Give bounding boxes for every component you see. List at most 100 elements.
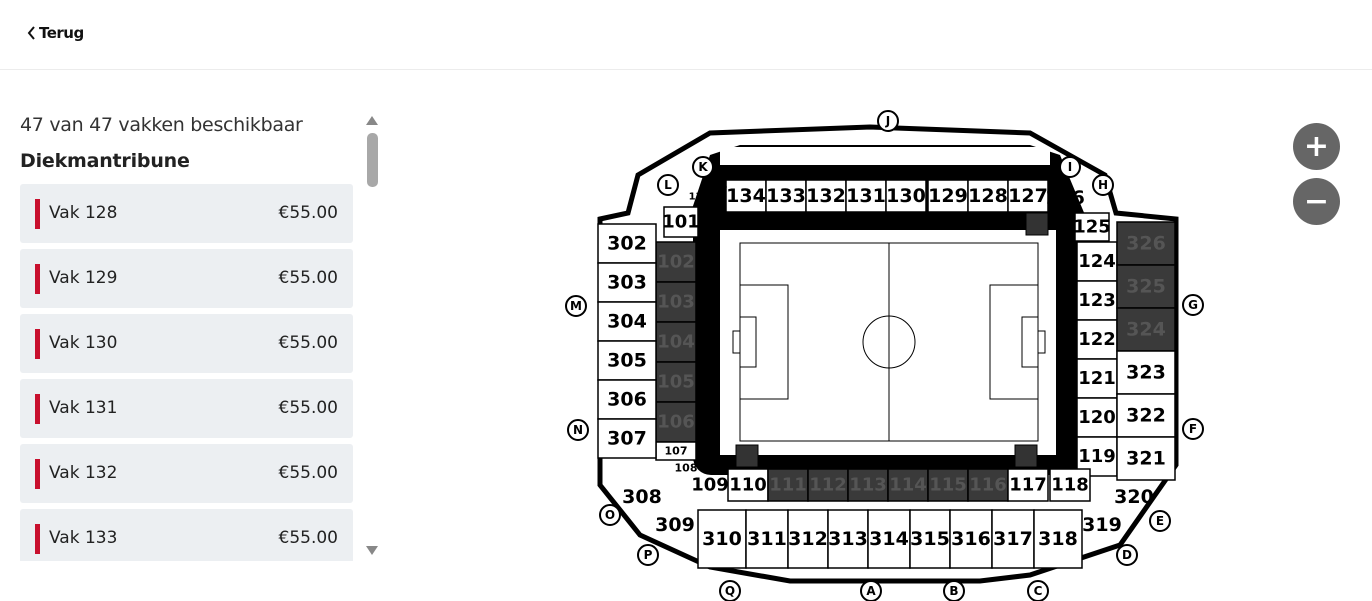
vak-110[interactable] — [727, 468, 769, 502]
vak-label: 310 — [702, 528, 742, 550]
vak-label: 133 — [766, 185, 806, 207]
vak-131[interactable] — [845, 179, 887, 213]
vak-125[interactable] — [1074, 212, 1110, 242]
vak-130[interactable] — [885, 179, 927, 213]
gate-label: H — [1098, 178, 1108, 192]
vak-310[interactable] — [697, 509, 747, 569]
vak-label-136: 136 — [689, 192, 710, 203]
zoom-out-button[interactable]: − — [1293, 178, 1340, 225]
vak-134[interactable] — [725, 179, 767, 213]
scrollbar-thumb[interactable] — [367, 133, 378, 187]
vak-321[interactable] — [1116, 436, 1176, 481]
vak-label: 106 — [657, 412, 695, 433]
section-name: Vak 132 — [49, 463, 118, 483]
vak-313[interactable] — [827, 509, 869, 569]
gate-label: J — [885, 114, 890, 128]
vak-316[interactable] — [949, 509, 993, 569]
section-name: Vak 128 — [49, 203, 118, 223]
scroll-up-arrow-icon[interactable] — [366, 116, 378, 125]
section-name: Vak 130 — [49, 333, 118, 353]
list-item[interactable]: Vak 132 €55.00 — [20, 444, 353, 503]
gate-label: F — [1189, 422, 1197, 436]
list-item[interactable]: Vak 129 €55.00 — [20, 249, 353, 308]
back-button[interactable]: Terug — [27, 24, 84, 42]
section-price: €55.00 — [278, 528, 338, 548]
vak-label: 104 — [657, 332, 695, 353]
vak-label: 306 — [607, 389, 647, 411]
vak-label: 122 — [1078, 329, 1116, 350]
vak-112 — [807, 468, 849, 502]
centre-circle — [862, 315, 916, 369]
minus-icon: − — [1303, 183, 1330, 219]
vak-323[interactable] — [1116, 350, 1176, 395]
vak-label: 110 — [729, 475, 767, 496]
scroll-down-arrow-icon[interactable] — [366, 546, 378, 555]
vak-label: 125 — [1073, 217, 1111, 238]
availability-bar — [35, 264, 40, 294]
vak-106 — [655, 401, 697, 443]
vak-label: 318 — [1038, 528, 1078, 550]
vak-127[interactable] — [1007, 179, 1049, 213]
vak-label-135: 135 — [707, 182, 728, 193]
vak-label-108: 108 — [675, 462, 698, 475]
vak-311[interactable] — [745, 509, 789, 569]
vak-label-126: 126 — [1045, 187, 1085, 209]
availability-bar — [35, 199, 40, 229]
gate-label: N — [573, 423, 583, 437]
gate-B — [943, 580, 965, 601]
availability-bar — [35, 524, 40, 554]
vak-label: 116 — [969, 475, 1007, 496]
gate-label: Q — [725, 584, 735, 598]
vak-317[interactable] — [991, 509, 1035, 569]
gate-D — [1116, 544, 1138, 566]
vak-label: 120 — [1078, 407, 1116, 428]
list-item[interactable]: Vak 133 €55.00 — [20, 509, 353, 561]
vak-label-309: 309 — [655, 514, 695, 536]
vak-label: 114 — [889, 475, 927, 496]
vak-307[interactable] — [597, 418, 657, 459]
vak-104 — [655, 321, 697, 363]
vak-label: 124 — [1078, 251, 1116, 272]
zoom-in-button[interactable]: + — [1293, 123, 1340, 170]
vak-label: 321 — [1126, 448, 1166, 470]
vak-318[interactable] — [1033, 509, 1083, 569]
vak-101[interactable] — [663, 206, 699, 238]
vak-303[interactable] — [597, 262, 657, 303]
vak-label: 315 — [910, 528, 950, 550]
gate-C — [1027, 580, 1049, 601]
vak-128[interactable] — [967, 179, 1009, 213]
gate-label: O — [605, 508, 615, 522]
vak-label: 134 — [726, 185, 766, 207]
vak-132[interactable] — [805, 179, 847, 213]
vak-label: 314 — [869, 528, 909, 550]
gate-J — [877, 110, 899, 132]
goal-left — [732, 330, 741, 354]
vak-118[interactable] — [1049, 468, 1091, 502]
vak-label: 305 — [607, 350, 647, 372]
list-item[interactable]: Vak 131 €55.00 — [20, 379, 353, 438]
plus-icon: + — [1303, 128, 1330, 164]
list-item[interactable]: Vak 130 €55.00 — [20, 314, 353, 373]
gate-label: K — [698, 160, 708, 174]
vak-label: 112 — [809, 475, 847, 496]
section-list[interactable]: Vak 128 €55.00 Vak 129 €55.00 Vak 130 €5… — [20, 184, 353, 561]
vak-117[interactable] — [1007, 468, 1049, 502]
gate-label: G — [1188, 298, 1198, 312]
gate-label: L — [664, 178, 672, 192]
vak-115 — [927, 468, 969, 502]
goal-right — [1037, 330, 1046, 354]
vak-322[interactable] — [1116, 393, 1176, 438]
list-item[interactable]: Vak 128 €55.00 — [20, 184, 353, 243]
gate-H — [1092, 174, 1114, 196]
vak-315[interactable] — [909, 509, 951, 569]
vak-306[interactable] — [597, 379, 657, 420]
vak-133[interactable] — [765, 179, 807, 213]
vak-121[interactable] — [1076, 358, 1118, 399]
section-name: Vak 133 — [49, 528, 118, 548]
vak-304[interactable] — [597, 301, 657, 342]
vak-122[interactable] — [1076, 319, 1118, 360]
vak-116 — [967, 468, 1009, 502]
availability-bar — [35, 394, 40, 424]
wheelchair-icon — [1014, 444, 1038, 468]
